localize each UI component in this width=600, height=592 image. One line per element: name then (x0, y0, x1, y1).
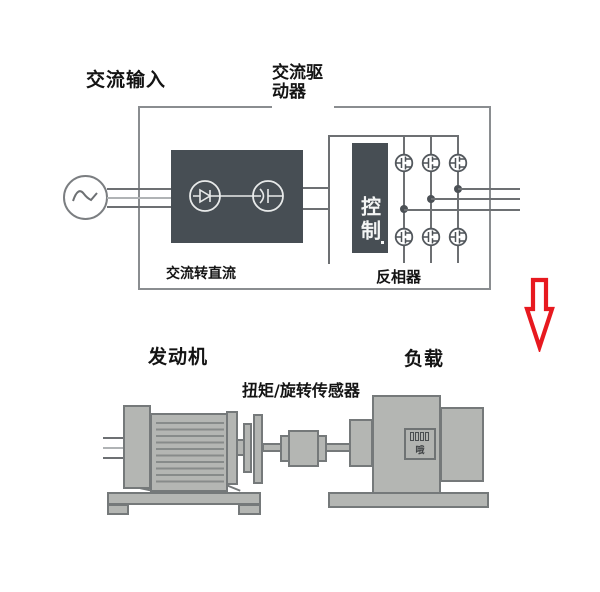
control-dot-mark (381, 241, 384, 244)
load-front-plate (349, 419, 373, 467)
sine-icon (72, 190, 98, 202)
capacitor-icon (253, 188, 283, 204)
dc-rail-bottom (303, 208, 330, 210)
output-line-3 (404, 209, 520, 211)
output-line-1 (458, 188, 520, 190)
igbt-icon (421, 153, 441, 173)
input-line-2 (107, 197, 172, 199)
torque-sensor-label: 扭矩/旋转传感器 (242, 381, 360, 400)
shaft-segment-1 (262, 443, 282, 452)
igbt-icon (394, 153, 414, 173)
motor-foot-left (107, 504, 129, 515)
ac-input-label: 交流输入 (86, 69, 167, 91)
load-rear-box (440, 407, 484, 482)
motor-wire-1 (103, 437, 124, 439)
sensor-body (288, 430, 319, 467)
engine-label: 发动机 (148, 346, 209, 368)
inverter-column-1 (403, 135, 405, 263)
dc-bus-vertical (328, 135, 330, 264)
motor-wire-3 (103, 457, 124, 459)
coupling-disc-small (243, 423, 252, 473)
diode-icon (193, 188, 220, 204)
red-down-arrow-icon (523, 276, 557, 352)
motor-foot-right (238, 504, 261, 515)
igbt-icon (448, 227, 468, 247)
ac-source-symbol (62, 174, 109, 221)
input-line-1 (107, 188, 172, 190)
motor-base-plate (107, 492, 261, 505)
igbt-icon (421, 227, 441, 247)
motor-body (150, 413, 228, 492)
input-line-3 (107, 206, 172, 208)
load-base-plate (328, 492, 489, 508)
motor-wire-2 (103, 447, 124, 449)
motor-fins (156, 422, 224, 483)
control-label: 控制 (357, 196, 382, 244)
shaft-segment-2 (325, 443, 351, 452)
load-label: 负载 (404, 348, 445, 370)
igbt-icon (394, 227, 414, 247)
rectifier-block (171, 150, 303, 243)
igbt-icon (448, 153, 468, 173)
load-nameplate: 哦 (404, 428, 436, 460)
dc-rail-top (303, 187, 330, 189)
ac-to-dc-label: 交流转直流 (166, 266, 236, 282)
motor-end-cap-left (123, 405, 151, 489)
nameplate-ticks (410, 432, 429, 441)
inverter-top-bus (328, 135, 459, 137)
control-block (352, 143, 388, 253)
ac-drive-label: 交流驱动器 (272, 64, 334, 110)
nameplate-glyph: 哦 (415, 446, 425, 456)
inverter-label: 反相器 (376, 268, 422, 286)
output-line-2 (431, 198, 520, 200)
